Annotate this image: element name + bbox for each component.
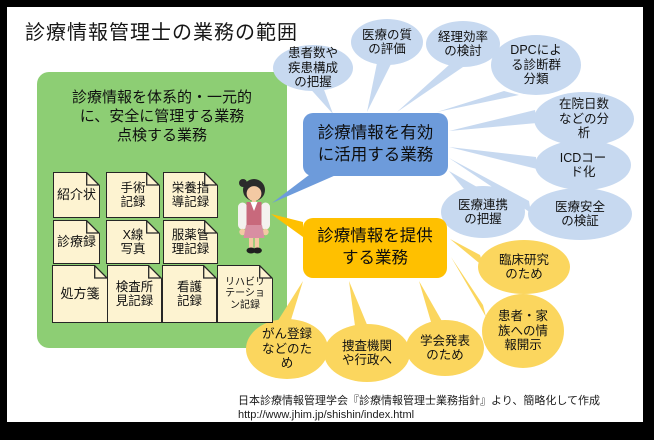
- tail-conference: [419, 281, 443, 323]
- tail-coordination: [449, 171, 477, 189]
- bubble-accounting-label: 経理効率 の検討: [437, 29, 488, 59]
- document-prescription-label: 処方箋: [60, 285, 100, 301]
- bubble-conference-label: 学会発表 のため: [419, 333, 470, 363]
- folded-corner-icon: [203, 264, 218, 279]
- document-medication-record: 服薬管 理記録: [163, 219, 219, 264]
- health-information-manager-icon: [238, 179, 270, 254]
- document-nursing-record-label: 看護 記録: [176, 280, 202, 308]
- document-nutrition-record-label: 栄養指 導記録: [171, 181, 210, 209]
- document-medical-record-label: 診療録: [56, 233, 96, 249]
- tail-care-quality: [367, 63, 391, 112]
- utilize-callout-label: 診療情報を有効 に活用する業務: [317, 123, 434, 164]
- folded-corner-icon: [259, 264, 274, 279]
- folded-corner-icon: [86, 171, 101, 186]
- document-test-findings-label: 検査所 見記録: [115, 280, 154, 308]
- tail-clinical-research: [450, 239, 484, 267]
- blue-bubble-tails: [306, 63, 537, 213]
- provide-callout-label: 診療情報を提供 する業務: [317, 227, 433, 267]
- tail-cancer-registry: [277, 281, 303, 323]
- document-xray-label: X線 写真: [120, 228, 146, 256]
- bubble-length-of-stay: 在院日数 などの分 析: [534, 92, 634, 146]
- bubble-investigation-label: 捜査機関 や行政へ: [341, 338, 392, 368]
- tail-dpc: [437, 91, 519, 112]
- bubble-cancer-registry: がん登録 などのた め: [246, 319, 328, 379]
- folded-corner-icon: [86, 219, 101, 234]
- tail-length-of-stay: [449, 110, 537, 131]
- bubble-icd-coding: ICDコー ド化: [535, 140, 631, 190]
- document-medical-record: 診療録: [53, 219, 101, 264]
- orange-bubble-tails: [277, 239, 486, 327]
- document-rehab-record-label: リハビリ テーショ ン記録: [225, 276, 265, 311]
- tail-icd: [449, 147, 537, 169]
- bubble-length-of-stay-label: 在院日数 などの分 析: [558, 97, 609, 141]
- tail-investigation: [349, 281, 368, 327]
- bubble-safety-label: 医療安全 の検証: [554, 199, 605, 229]
- bubble-clinical-research-label: 臨床研究 のため: [498, 252, 549, 282]
- bubble-cancer-registry-label: がん登録 などのた め: [261, 327, 312, 371]
- folded-corner-icon: [94, 264, 109, 279]
- tail-patient-stats: [306, 84, 333, 114]
- managed-records-heading: 診療情報を体系的・一元的 に、安全に管理する業務 点検する業務: [71, 89, 252, 145]
- bubble-clinical-research: 臨床研究 のため: [478, 240, 570, 294]
- bubble-conference: 学会発表 のため: [406, 320, 484, 376]
- folded-corner-icon: [146, 219, 161, 234]
- folded-corner-icon: [148, 264, 163, 279]
- document-xray: X線 写真: [106, 219, 161, 264]
- bubble-patient-stats: 患者数や 疾患構成 の把握: [273, 45, 353, 91]
- footer-source: 日本診療情報管理学会『診療情報管理士業務指針』より、簡略化して作成: [238, 395, 601, 407]
- provide-callout: 診療情報を提供 する業務: [303, 218, 447, 278]
- document-prescription: 処方箋: [52, 264, 109, 323]
- footer: 日本診療情報管理学会『診療情報管理士業務指針』より、簡略化して作成 http:/…: [238, 394, 600, 423]
- bubble-investigation: 捜査機関 や行政へ: [324, 324, 410, 382]
- bubble-disclosure: 患者・家 族への情 報開示: [482, 294, 564, 368]
- document-referral-label: 紹介状: [56, 186, 96, 202]
- bubble-dpc-label: DPCによ る診断群 分類: [510, 43, 562, 87]
- bubble-icd-coding-label: ICDコー ド化: [559, 150, 607, 180]
- folded-corner-icon: [204, 219, 219, 234]
- bubble-care-quality-label: 医療の質 の評価: [361, 27, 412, 57]
- bubble-care-quality: 医療の質 の評価: [351, 19, 423, 65]
- footer-url: http://www.jhim.jp/shishin/index.html: [238, 409, 415, 422]
- tail-disclosure: [451, 257, 486, 317]
- bubble-coordination: 医療連携 の把握: [441, 186, 525, 238]
- document-medication-record-label: 服薬管 理記録: [171, 228, 210, 256]
- folded-corner-icon: [146, 171, 161, 186]
- document-test-findings: 検査所 見記録: [107, 264, 163, 323]
- folded-corner-icon: [204, 171, 219, 186]
- bubble-safety: 医療安全 の検証: [528, 188, 632, 240]
- tail-accounting: [397, 65, 463, 112]
- provide-callout-tail: [271, 214, 303, 237]
- utilize-callout-tail: [272, 172, 336, 203]
- bubble-dpc: DPCによ る診断群 分類: [491, 35, 581, 95]
- document-nutrition-record: 栄養指 導記録: [163, 171, 219, 218]
- document-nursing-record: 看護 記録: [162, 264, 218, 323]
- document-surgery-record: 手術 記録: [106, 171, 161, 218]
- document-rehab-record: リハビリ テーショ ン記録: [217, 264, 274, 323]
- page-title: 診療情報管理士の業務の範囲: [25, 22, 298, 44]
- bubble-coordination-label: 医療連携 の把握: [457, 197, 508, 227]
- bubble-disclosure-label: 患者・家 族への情 報開示: [497, 309, 548, 353]
- bubble-patient-stats-label: 患者数や 疾患構成 の把握: [287, 46, 338, 90]
- document-referral: 紹介状: [53, 171, 101, 218]
- utilize-callout: 診療情報を有効 に活用する業務: [303, 113, 448, 176]
- bubble-accounting: 経理効率 の検討: [426, 21, 500, 67]
- document-surgery-record-label: 手術 記録: [120, 181, 146, 209]
